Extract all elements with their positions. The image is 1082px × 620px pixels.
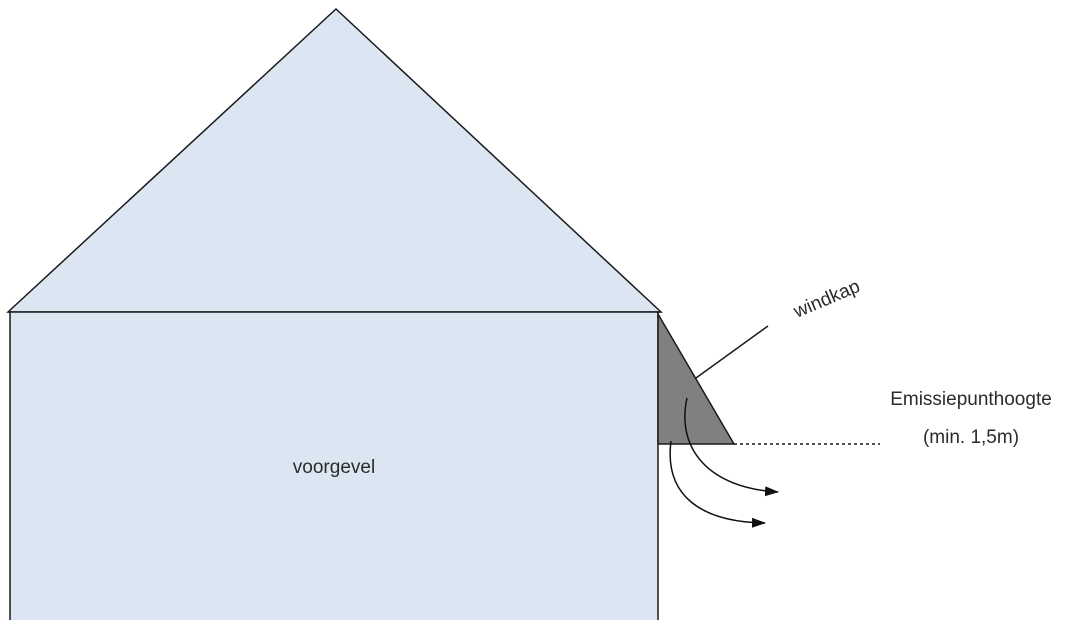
facade-label: voorgevel <box>293 457 375 478</box>
wind-hood <box>657 311 736 445</box>
roof-gable <box>6 7 663 313</box>
facade-wall <box>10 312 658 620</box>
windkap-label: windkap <box>790 276 863 323</box>
airflow-arrow-lower <box>669 440 766 528</box>
airflow-arrow-upper <box>684 397 779 497</box>
emission-height-label-line2: (min. 1,5m) <box>923 427 1019 448</box>
emission-height-label-line1: Emissiepunthoogte <box>890 389 1052 410</box>
windkap-leader-line <box>695 325 769 379</box>
